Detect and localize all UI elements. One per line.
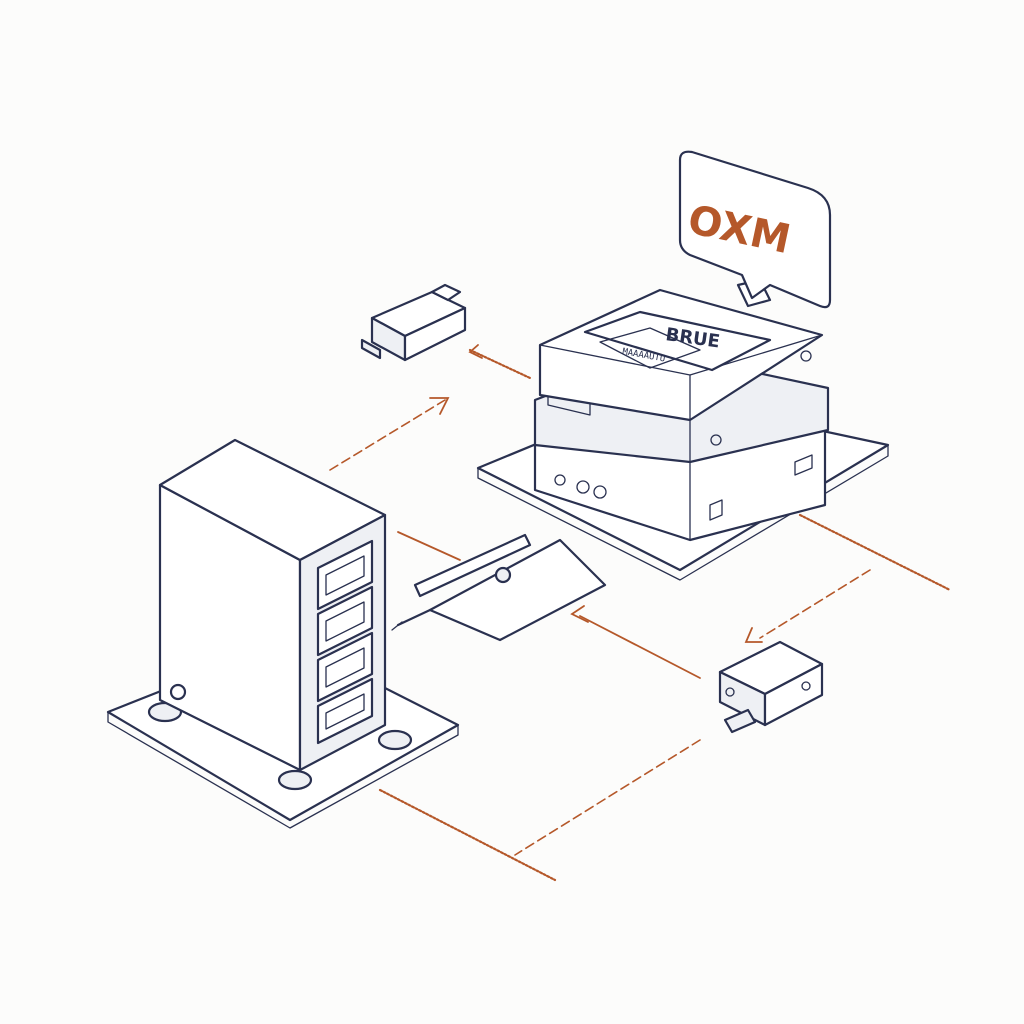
usb-side <box>403 306 467 362</box>
adapter-plug <box>723 708 757 734</box>
device-base-edge <box>477 444 889 581</box>
port-icon <box>593 485 607 499</box>
arrow-head-box <box>744 627 763 643</box>
tower-foot <box>277 769 313 791</box>
cable-joint <box>494 566 512 584</box>
arrow-head-usb <box>429 397 450 415</box>
usb-cap <box>430 283 462 302</box>
drive-bay-slot <box>325 647 365 688</box>
tower-foot <box>377 729 413 751</box>
adapter-box <box>718 640 824 734</box>
tower-server <box>106 438 460 829</box>
screw-icon <box>800 350 812 362</box>
adapter-side <box>763 662 824 727</box>
central-device: BRUE MAAAAUTU <box>476 278 890 581</box>
connection-lines <box>329 344 952 882</box>
port-icon <box>554 474 566 486</box>
arrow-head-plate <box>570 605 589 623</box>
link-box-bottom <box>514 739 701 856</box>
lid-label-panel <box>583 310 772 372</box>
arrow-tower-to-usb <box>329 399 446 471</box>
cable-wire <box>396 608 432 627</box>
adapter-port-icon <box>801 681 811 691</box>
cable-plug <box>391 621 403 631</box>
connector-plate <box>428 538 607 642</box>
port-icon <box>576 480 590 494</box>
drive-bay <box>316 677 374 745</box>
drive-bay-slot <box>325 601 365 642</box>
lid-sub-panel <box>599 327 701 369</box>
usb-dongle <box>360 283 467 362</box>
link-usb-to-device <box>468 348 532 380</box>
link-device-right <box>798 513 952 592</box>
side-port <box>794 454 813 476</box>
link-tower-bottom <box>378 788 557 882</box>
power-button-icon <box>169 683 187 701</box>
tower-base-edge <box>107 711 459 829</box>
cable-rod <box>413 533 532 598</box>
arrow-tower-to-cable <box>397 531 461 561</box>
screw-icon <box>710 434 722 446</box>
sign-bubble <box>678 150 832 309</box>
side-vent <box>709 499 723 521</box>
adapter-port-icon <box>725 687 735 697</box>
arrow-box-to-plate <box>579 615 701 679</box>
drive-bays <box>316 539 374 745</box>
cable-assembly <box>391 533 607 642</box>
drive-bay-slot <box>325 555 365 596</box>
arrow-box-to-device <box>759 569 871 639</box>
speech-sign: OXM <box>678 150 832 309</box>
usb-connector <box>360 338 382 360</box>
arrow-head-device <box>468 344 483 359</box>
drive-bay-slot <box>325 693 365 730</box>
